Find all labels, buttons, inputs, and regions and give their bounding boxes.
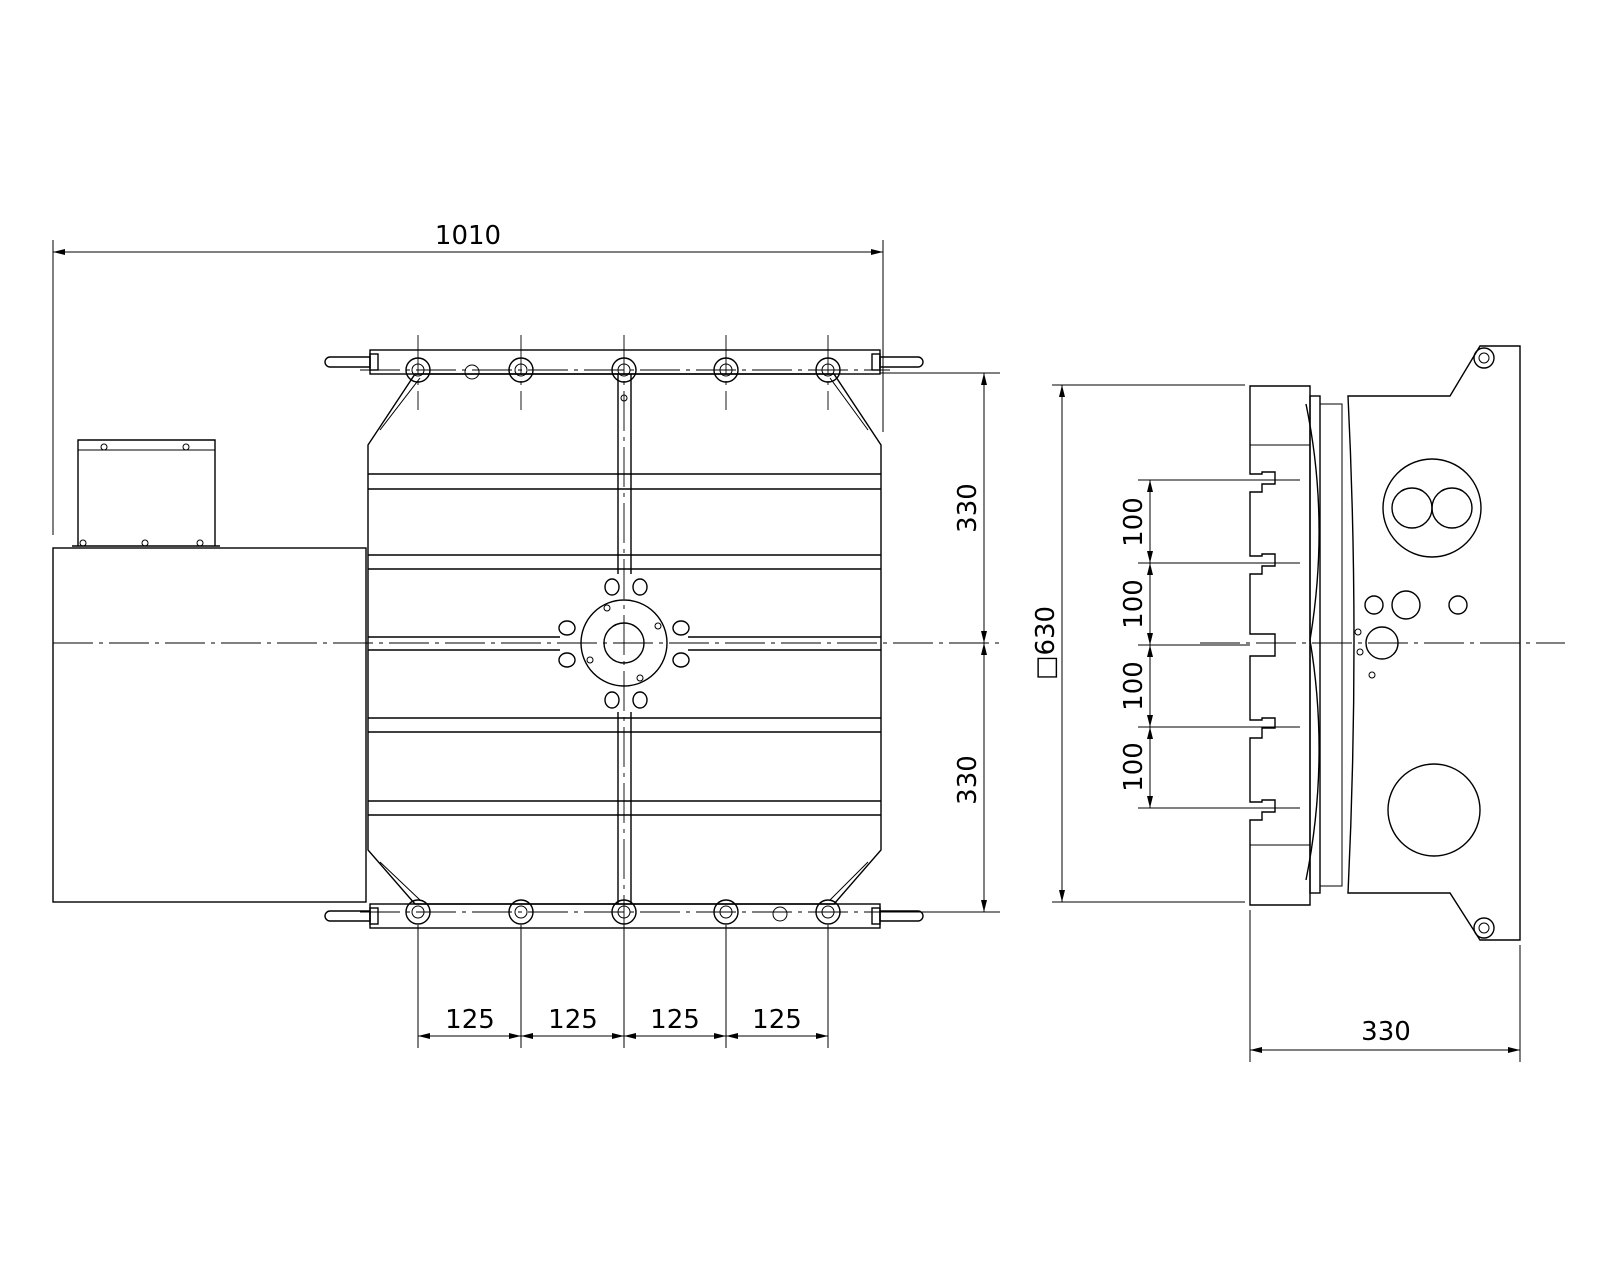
motor-housing [52, 547, 367, 903]
side-dimensions: □630 100 100 100 100 330 [1031, 384, 1521, 1062]
lower-gear [1387, 763, 1481, 857]
t-slots [368, 374, 881, 904]
top-bolt-holes [405, 357, 841, 402]
front-view [52, 335, 1000, 940]
dim-overall-length: 1010 [435, 221, 501, 251]
dim-side-depth: 330 [1361, 1017, 1411, 1047]
motor-bracket [72, 439, 220, 547]
dim-slot-pitch-1: 125 [445, 1005, 495, 1035]
dim-table-half-upper: 330 [953, 483, 983, 533]
dim-slot-pitch-4: 125 [752, 1005, 802, 1035]
dim-slot-pitch-3: 125 [650, 1005, 700, 1035]
dim-tslot-spacing-4: 100 [1119, 742, 1149, 792]
dim-slot-pitch-2: 125 [548, 1005, 598, 1035]
dim-tslot-spacing-3: 100 [1119, 661, 1149, 711]
upper-gear [1382, 458, 1482, 558]
table-body [367, 373, 882, 905]
side-table-plate [1249, 385, 1311, 906]
dim-tslot-spacing-2: 100 [1119, 579, 1149, 629]
gearbox-housing [1347, 345, 1521, 941]
dim-table-half-lower: 330 [953, 755, 983, 805]
dim-tslot-spacing-1: 100 [1119, 497, 1149, 547]
front-dimensions: 1010 330 330 125 125 125 125 [52, 221, 1000, 1048]
dim-square-size: □630 [1031, 606, 1061, 680]
side-view [1200, 345, 1565, 941]
